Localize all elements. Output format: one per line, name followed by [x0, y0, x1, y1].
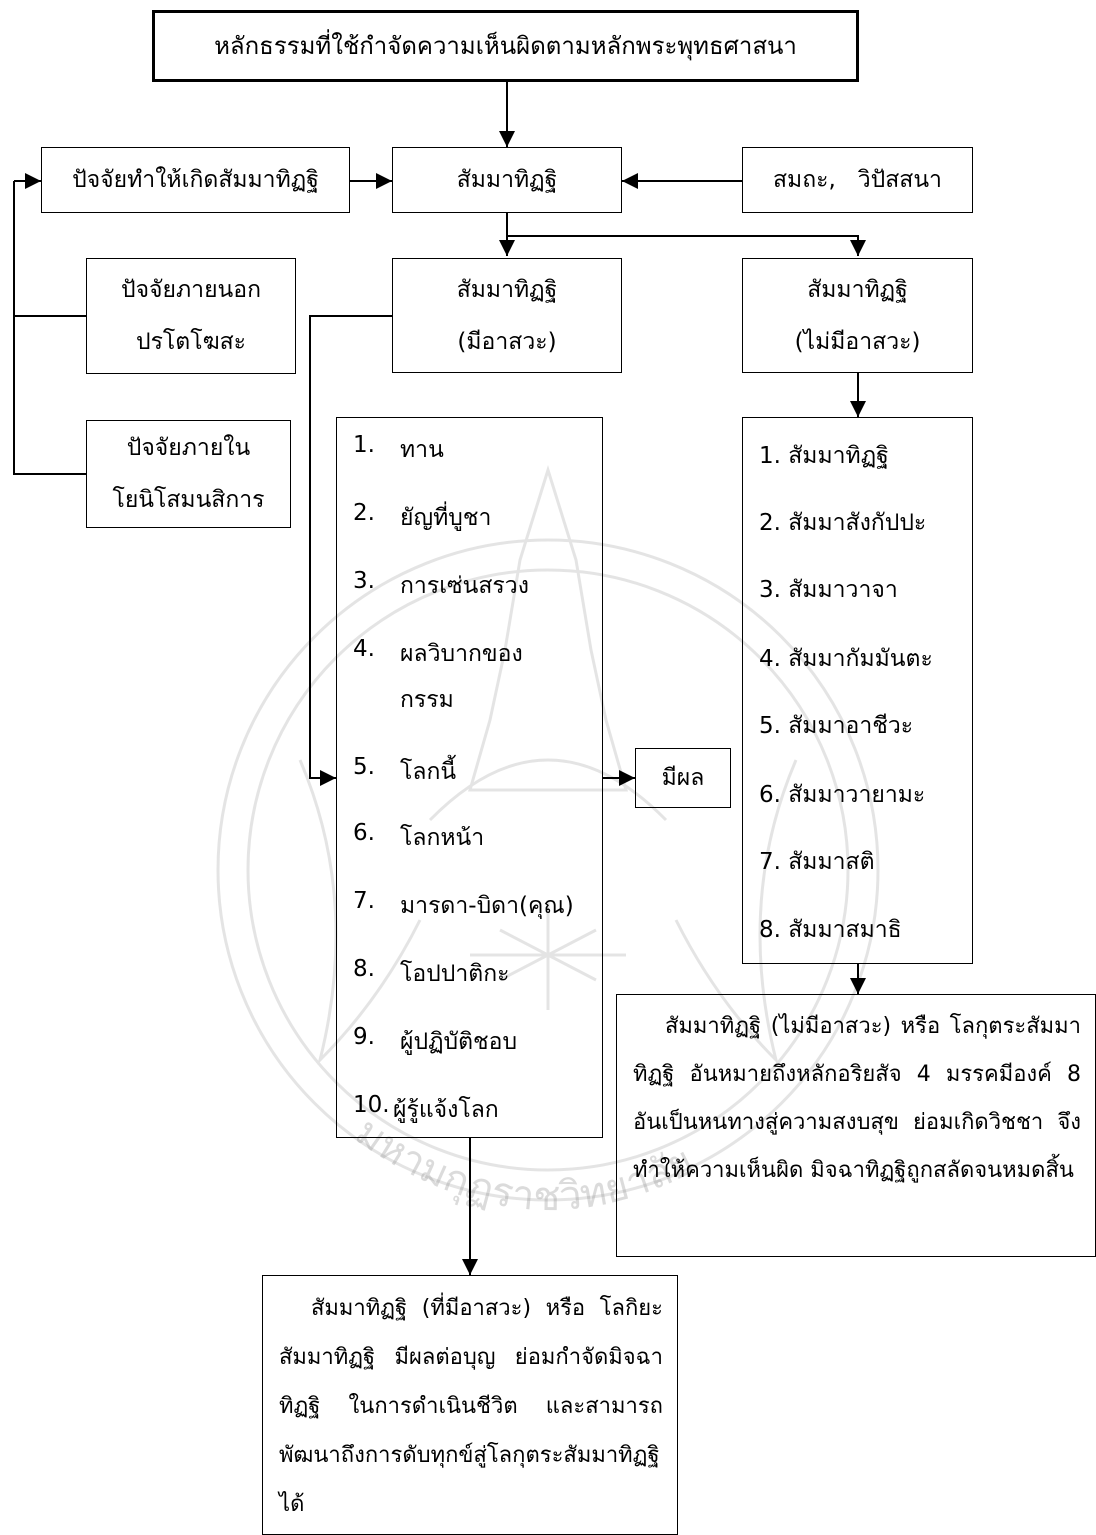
seal-spire	[468, 464, 628, 792]
list-item-text: โอปปาติกะ	[400, 961, 510, 987]
list-item-text: โลกหน้า	[400, 825, 485, 851]
internal-factor-box: ปัจจัยภายใน โยนิโสมนสิการ	[86, 420, 291, 528]
with-asava-line1: สัมมาทิฏฐิ	[456, 276, 558, 303]
samma-ditthi-box: สัมมาทิฏฐิ	[392, 147, 622, 213]
list-item: 8. โอปปาติกะ	[353, 956, 510, 992]
lokiya-list-box: 1. ทาน 2. ยัญที่บูชา 3. การเซ่นสรวง 4. ผ…	[336, 417, 603, 1138]
list-item: 8. สัมมาสมาธิ	[759, 912, 902, 948]
list-item: 6. โลกหน้า	[353, 820, 484, 856]
factors-box: ปัจจัยทำให้เกิดสัมมาทิฏฐิ	[41, 147, 350, 213]
internal-factor-line2: โยนิโสมนสิการ	[112, 487, 265, 513]
internal-factor-line1: ปัจจัยภายใน	[126, 435, 251, 461]
path-item-text: 8. สัมมาสมาธิ	[759, 917, 902, 943]
path-item-text: 4. สัมมากัมมันตะ	[759, 646, 933, 672]
seal-inner-ring	[246, 568, 850, 1172]
list-item-number: 6.	[353, 820, 375, 846]
list-item-number: 1.	[353, 432, 375, 458]
path-item-text: 3. สัมมาวาจา	[759, 577, 898, 603]
list-item-number: 4.	[353, 636, 375, 662]
list-item-text: กรรม	[400, 687, 454, 713]
list-item-text: มารดา-บิดา(คุณ)	[400, 893, 574, 919]
lokuttara-summary-text: สัมมาทิฏฐิ (ไม่มีอาสวะ) หรือ โลกุตระสัมม…	[633, 1014, 1081, 1183]
has-result-label: มีผล	[661, 765, 705, 791]
list-item: 3. การเซ่นสรวง	[353, 568, 529, 604]
path-item-text: 5. สัมมาอาชีวะ	[759, 713, 914, 739]
lokiya-summary-box: สัมมาทิฏฐิ (ที่มีอาสวะ) หรือ โลกิยะสัมมา…	[262, 1275, 678, 1535]
arrow-to-without-asava	[507, 235, 866, 256]
seal-outer-ring	[216, 538, 880, 1202]
list-item-number: 8.	[353, 956, 375, 982]
list-item-text: ผู้ปฏิบัติชอบ	[400, 1029, 518, 1055]
list-item-text: ผลวิบากของ	[400, 641, 523, 667]
without-asava-box: สัมมาทิฏฐิ (ไม่มีอาสวะ)	[742, 258, 973, 373]
list-item-text: การเซ่นสรวง	[400, 573, 529, 599]
diagram-title-box: หลักธรรมที่ใช้กำจัดความเห็นผิดตามหลักพระ…	[152, 10, 859, 82]
list-item: 4. สัมมากัมมันตะ	[759, 641, 933, 677]
list-item: 10. ผู้รู้แจ้งโลก	[353, 1092, 499, 1128]
path-list-box: 1. สัมมาทิฏฐิ 2. สัมมาสังกัปปะ 3. สัมมาว…	[742, 417, 973, 964]
lokuttara-summary-box: สัมมาทิฏฐิ (ไม่มีอาสวะ) หรือ โลกุตระสัมม…	[616, 994, 1096, 1257]
list-item: 7. มารดา-บิดา(คุณ)	[353, 888, 574, 924]
list-item-number: 5.	[353, 754, 375, 780]
list-item: 7. สัมมาสติ	[759, 844, 875, 880]
list-item-number: 9.	[353, 1024, 375, 1050]
list-item-number: 2.	[353, 500, 375, 526]
list-item-number: 10.	[353, 1092, 390, 1118]
seal-left-wing	[298, 759, 422, 1065]
list-item: 4. ผลวิบากของ	[353, 636, 523, 672]
list-item-text: ทาน	[400, 437, 444, 463]
list-item: 2. สัมมาสังกัปปะ	[759, 505, 926, 541]
with-asava-line2: (มีอาสวะ)	[457, 328, 557, 355]
external-factor-line1: ปัจจัยภายนอก	[120, 277, 262, 303]
without-asava-line1: สัมมาทิฏฐิ	[807, 276, 908, 303]
list-item: 1. ทาน	[353, 432, 444, 468]
path-item-text: 6. สัมมาวายามะ	[759, 782, 926, 808]
list-item: 1. สัมมาทิฏฐิ	[759, 438, 889, 474]
list-item: 6. สัมมาวายามะ	[759, 777, 925, 813]
path-item-text: 7. สัมมาสติ	[759, 849, 875, 875]
list-item: 9. ผู้ปฏิบัติชอบ	[353, 1024, 517, 1060]
list-item-continuation: กรรม	[400, 682, 454, 718]
list-item-number: 3.	[353, 568, 375, 594]
list-item-text: ยัญที่บูชา	[400, 505, 492, 531]
seal-right-wing	[674, 759, 798, 1065]
samatha-vipassana-label: สมถะ, วิปัสสนา	[773, 167, 942, 193]
external-factor-box: ปัจจัยภายนอก ปรโตโฆสะ	[86, 258, 296, 374]
external-factor-line2: ปรโตโฆสะ	[135, 329, 247, 355]
seal-rays	[470, 900, 626, 1010]
has-result-box: มีผล	[635, 748, 731, 808]
arrow-with-asava-to-list	[309, 315, 392, 786]
list-item: 3. สัมมาวาจา	[759, 572, 898, 608]
path-item-text: 1. สัมมาทิฏฐิ	[759, 443, 889, 469]
factors-label: ปัจจัยทำให้เกิดสัมมาทิฏฐิ	[72, 167, 319, 193]
list-item: 5. โลกนี้	[353, 754, 456, 790]
list-item-text: โลกนี้	[400, 759, 457, 785]
path-item-text: 2. สัมมาสังกัปปะ	[759, 510, 927, 536]
without-asava-line2: (ไม่มีอาสวะ)	[794, 328, 921, 355]
with-asava-box: สัมมาทิฏฐิ (มีอาสวะ)	[392, 258, 622, 373]
diagram-title: หลักธรรมที่ใช้กำจัดความเห็นผิดตามหลักพระ…	[214, 32, 797, 60]
samma-ditthi-label: สัมมาทิฏฐิ	[456, 167, 558, 193]
list-item: 5. สัมมาอาชีวะ	[759, 708, 913, 744]
line-internal-factor	[13, 316, 86, 475]
list-item-number: 7.	[353, 888, 375, 914]
lokiya-summary-text: สัมมาทิฏฐิ (ที่มีอาสวะ) หรือ โลกิยะสัมมา…	[279, 1296, 663, 1517]
list-item-text: ผู้รู้แจ้งโลก	[393, 1097, 499, 1123]
samatha-vipassana-box: สมถะ, วิปัสสนา	[742, 147, 973, 213]
list-item: 2. ยัญที่บูชา	[353, 500, 491, 536]
